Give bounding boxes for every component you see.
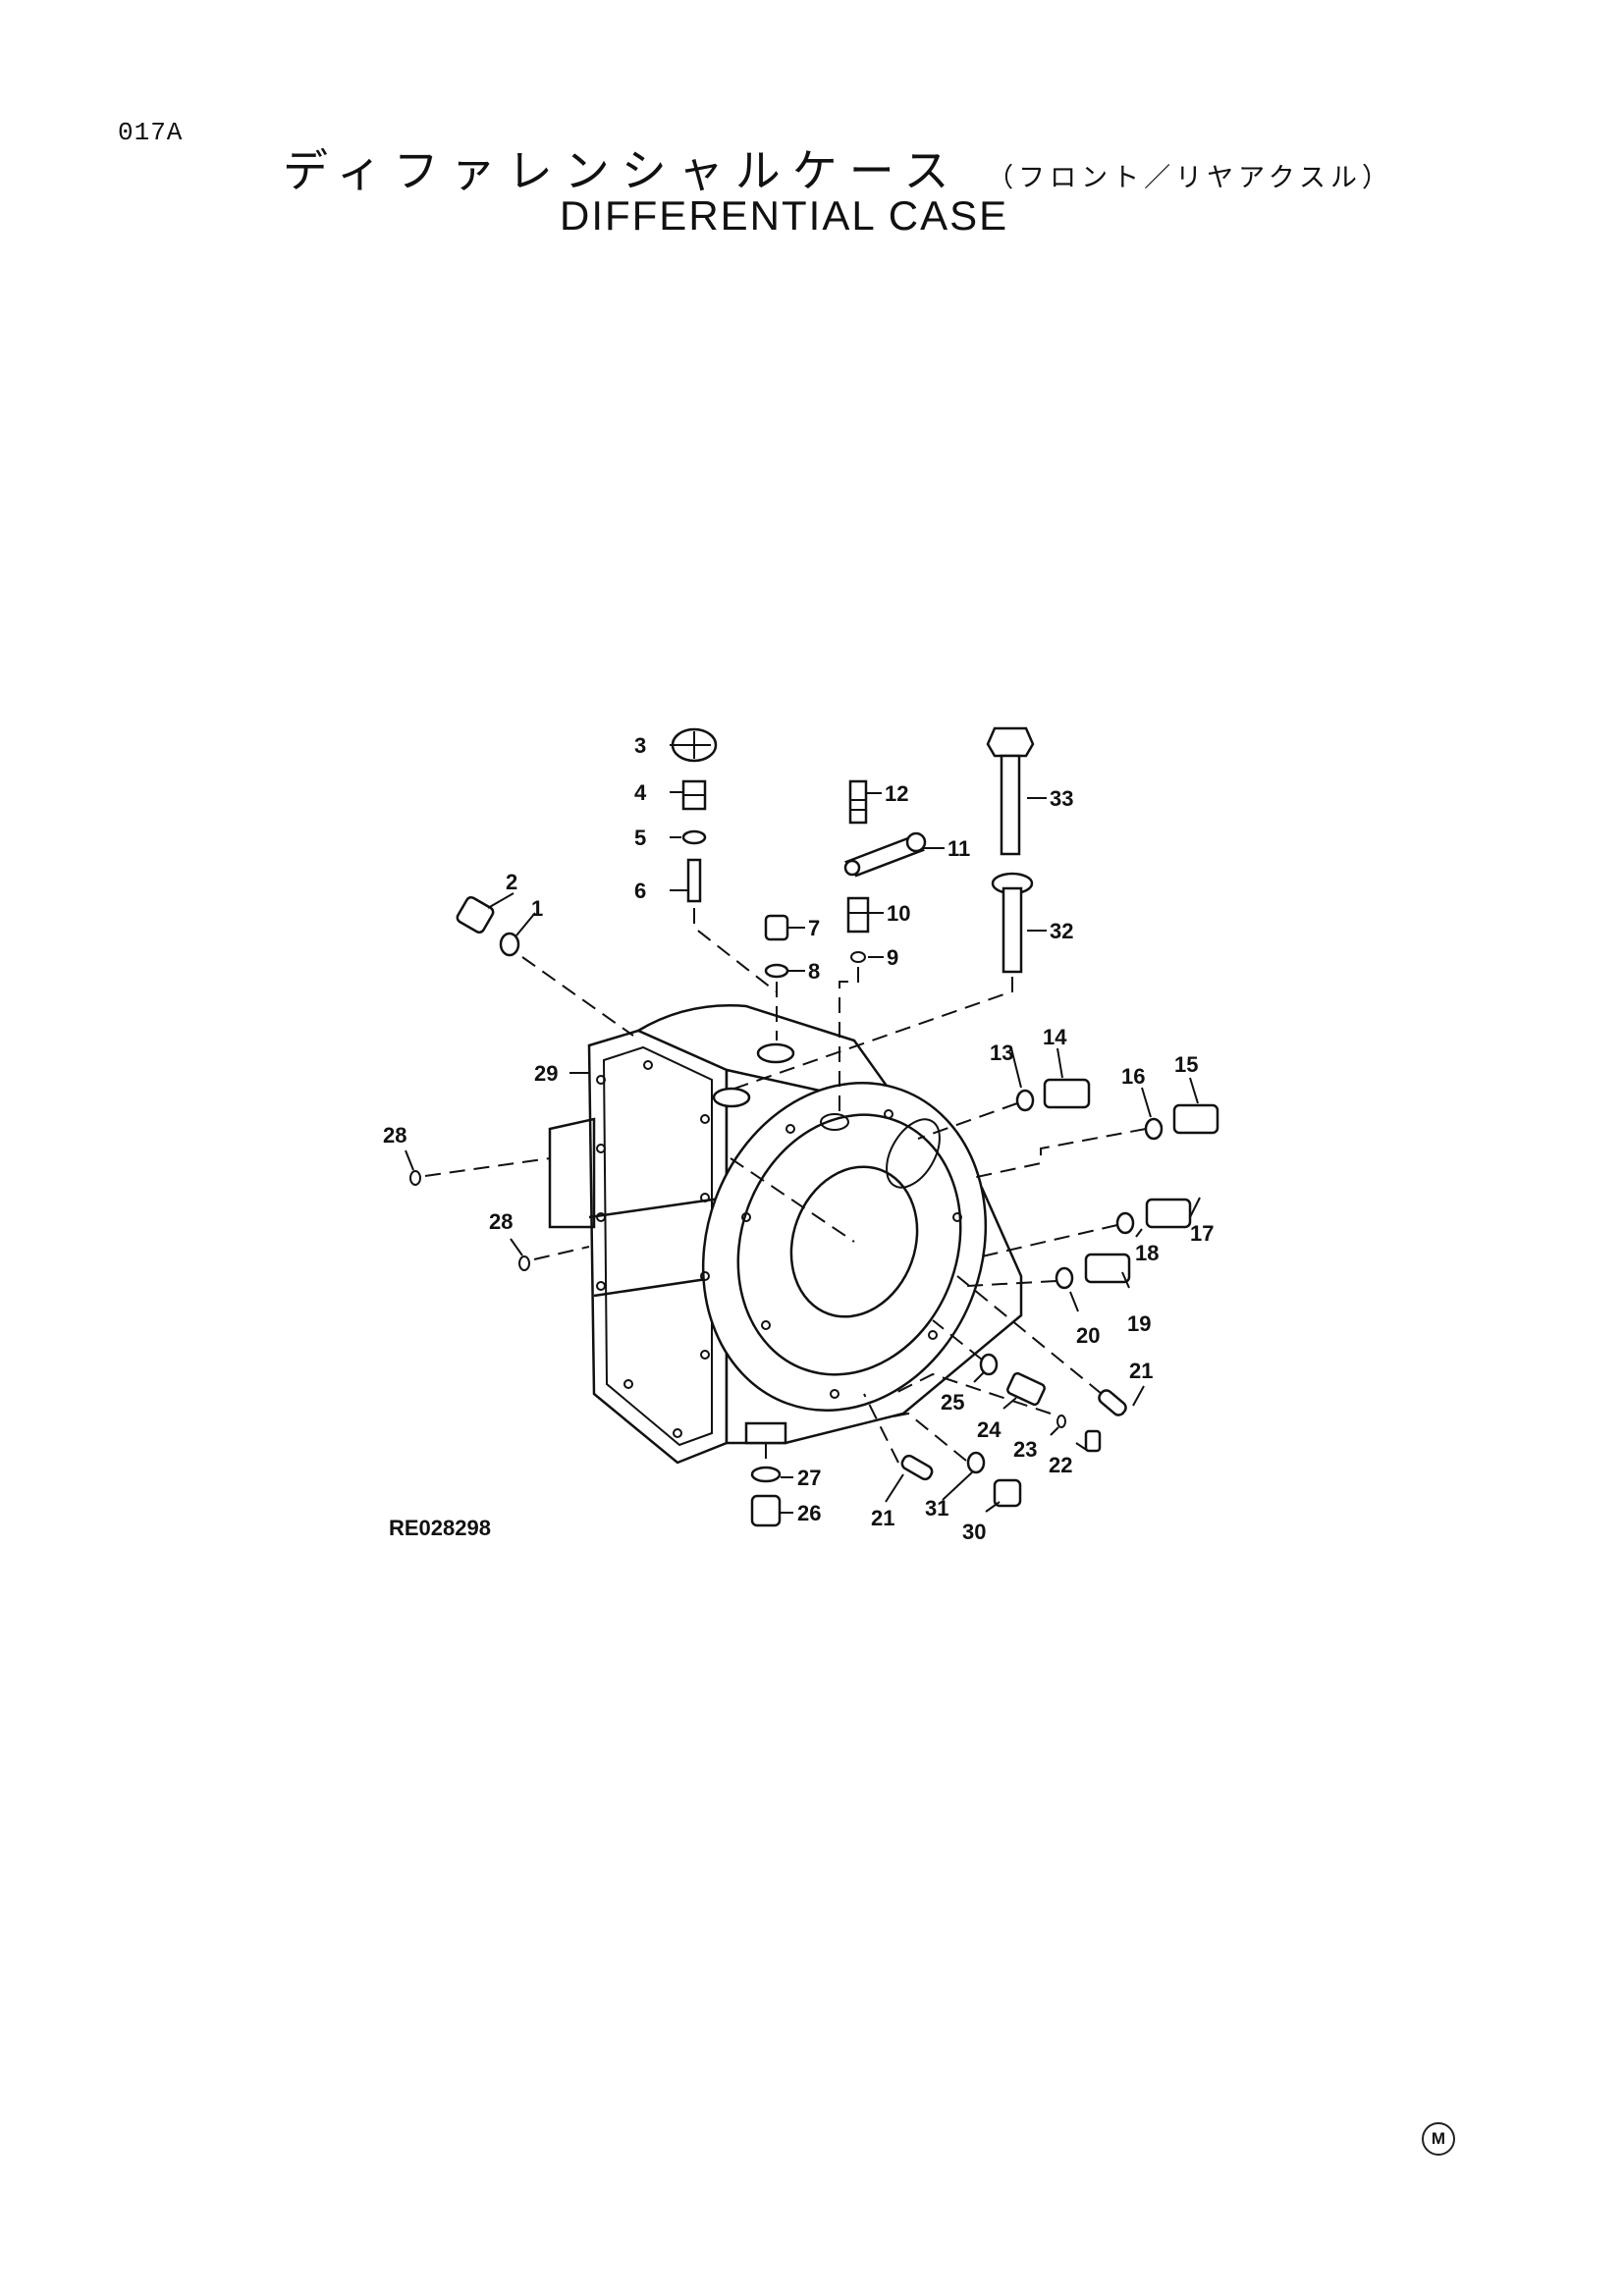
part-19-plug (1084, 1253, 1131, 1284)
part-16-oring (1144, 1117, 1164, 1141)
callout-21-right: 21 (1129, 1359, 1153, 1383)
part-12-valve (848, 779, 868, 825)
part-24-fitting (1006, 1371, 1046, 1407)
callout-29: 29 (534, 1061, 558, 1086)
part-23-ball (1056, 1415, 1066, 1428)
part-31-oring (966, 1451, 986, 1474)
callout-24: 24 (977, 1417, 1001, 1442)
part-32-guide (991, 872, 1034, 974)
part-28-pin-lower (518, 1255, 530, 1271)
part-4-adapter (681, 779, 707, 811)
part-21-pin-right (1098, 1389, 1127, 1416)
corner-mark: M (1422, 2122, 1455, 2156)
callout-18: 18 (1135, 1241, 1159, 1265)
part-22-nipple (1084, 1429, 1102, 1453)
callout-5: 5 (634, 826, 646, 850)
callout-30: 30 (962, 1520, 986, 1544)
part-7-plug (764, 914, 789, 941)
part-13-oring (1015, 1089, 1035, 1112)
callout-labels: 3 4 5 6 7 8 9 10 11 12 33 32 2 1 13 14 1… (383, 733, 1214, 1544)
callout-14: 14 (1043, 1025, 1067, 1049)
callout-2: 2 (506, 870, 517, 894)
part-21-pin-left (900, 1454, 934, 1481)
part-30-plug (993, 1478, 1022, 1508)
callout-12: 12 (885, 781, 908, 806)
title-japanese: ディファレンシャルケース （フロント／リヤアクスル） (283, 135, 1393, 200)
part-3-breather-cap (671, 727, 718, 763)
part-28-pin-upper (409, 1170, 421, 1186)
callout-17: 17 (1190, 1221, 1214, 1246)
callout-6: 6 (634, 879, 646, 903)
part-20-oring (1055, 1266, 1074, 1290)
part-9-oring (850, 951, 866, 963)
callout-4: 4 (634, 780, 647, 805)
ring-bolt-holes (741, 1109, 962, 1399)
part-5-washer (681, 829, 707, 845)
callout-19: 19 (1127, 1311, 1151, 1336)
callout-23: 23 (1013, 1437, 1037, 1462)
part-27-washer (750, 1466, 782, 1483)
callout-32: 32 (1050, 919, 1073, 943)
callout-leaders (405, 744, 1201, 1514)
part-6-tube (686, 858, 702, 903)
part-1-washer (499, 932, 520, 957)
housing-body (548, 1004, 1023, 1465)
callout-26: 26 (797, 1501, 821, 1525)
callout-22: 22 (1049, 1453, 1072, 1477)
callout-28-upper: 28 (383, 1123, 406, 1148)
callout-20: 20 (1076, 1323, 1100, 1348)
callout-8: 8 (808, 959, 820, 984)
callout-7: 7 (808, 916, 820, 940)
callout-9: 9 (887, 945, 898, 970)
part-15-plug (1172, 1103, 1219, 1135)
flange-bolt-holes (596, 1060, 710, 1438)
callout-10: 10 (887, 901, 910, 926)
title-japanese-main: ディファレンシャルケース (283, 144, 961, 197)
callout-13: 13 (990, 1041, 1013, 1065)
part-14-plug (1043, 1078, 1091, 1109)
title-japanese-sub: （フロント／リヤアクスル） (987, 163, 1393, 193)
part-33-bolt (986, 726, 1035, 856)
title-english: DIFFERENTIAL CASE (560, 192, 1009, 239)
part-25-oring (979, 1353, 999, 1376)
part-10-fitting (846, 896, 870, 934)
callout-27: 27 (797, 1466, 821, 1490)
assembly-lines (424, 908, 1147, 1464)
callout-1: 1 (531, 896, 543, 921)
callout-33: 33 (1050, 786, 1073, 811)
page-code: 017A (118, 118, 184, 147)
callout-16: 16 (1121, 1064, 1145, 1089)
callout-28-lower: 28 (489, 1209, 513, 1234)
callout-31: 31 (925, 1496, 948, 1521)
reference-code: RE028298 (389, 1516, 491, 1540)
part-2-plug (456, 895, 495, 934)
callout-3: 3 (634, 733, 646, 758)
callout-21-left: 21 (871, 1506, 894, 1530)
callout-25: 25 (941, 1390, 964, 1415)
callout-11: 11 (947, 836, 970, 861)
part-18-oring (1115, 1211, 1135, 1235)
part-26-plug (750, 1494, 782, 1527)
part-17-plug (1145, 1198, 1192, 1229)
part-8-washer (764, 963, 789, 979)
part-11-bracket (843, 831, 927, 878)
callout-15: 15 (1174, 1052, 1198, 1077)
